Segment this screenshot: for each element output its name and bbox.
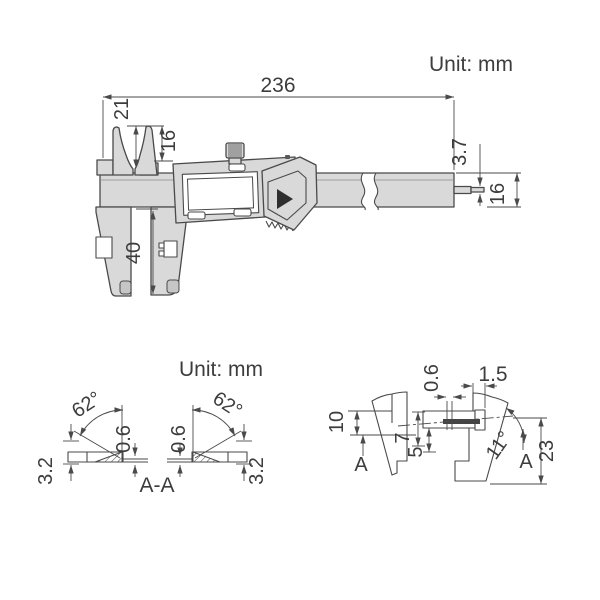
dim-beam-height: 16 xyxy=(487,183,509,205)
aa-right-tip xyxy=(167,458,247,463)
aa-left-tip xyxy=(68,458,148,463)
lcd-group xyxy=(181,171,260,216)
dim-jaw-height: 23 xyxy=(536,440,558,462)
upper-jaw-right xyxy=(134,125,158,176)
jaw-detail-view: 10 A 7 5 0.6 1.5 11° A 23 xyxy=(326,363,558,485)
dim-lower-jaw: 40 xyxy=(123,242,145,264)
beam-break-line-right xyxy=(373,172,379,211)
unit-label-bottom: Unit: mm xyxy=(179,358,263,381)
fixed-jaw-cutout xyxy=(95,236,113,259)
unit-label-top: Unit: mm xyxy=(429,53,513,76)
depth-rod xyxy=(453,185,472,195)
sliding-jaw-tip-notch xyxy=(166,279,180,294)
thumb-wheel-knurling xyxy=(228,144,242,157)
dim-jaw-width: 10 xyxy=(326,411,348,433)
beam-break-gap xyxy=(361,174,378,210)
dim-tip-width: 1.5 xyxy=(478,363,507,386)
panel-bezel xyxy=(267,170,307,221)
dim-edge-right: 0.6 xyxy=(168,425,190,453)
dim-depth-rod: 3.7 xyxy=(449,138,471,166)
detail-slot xyxy=(443,419,480,424)
dim-angle-left: 62° xyxy=(68,388,105,423)
section-aa-view: Unit: mm 62° 0.6 3.2 62° 0.6 3.2 xyxy=(35,358,268,497)
lcd-display-inner xyxy=(186,176,255,211)
housing-top-button xyxy=(228,163,246,172)
section-marker-right: A xyxy=(519,451,533,473)
play-triangle-icon xyxy=(277,189,293,209)
detail-right-blade xyxy=(454,392,509,482)
detail-centerline xyxy=(397,415,514,427)
detail-left-blade xyxy=(371,391,408,476)
lower-jaw-fixed xyxy=(95,206,132,297)
sliding-jaw-tab-lower xyxy=(158,250,165,257)
dim-thickness-right: 3.2 xyxy=(246,457,268,485)
dim-lower-offset: 5 xyxy=(405,446,427,457)
section-marker-left: A xyxy=(354,454,368,476)
beam-left-step xyxy=(96,159,114,176)
housing-button-right xyxy=(233,208,252,217)
thumb-wheel-neck xyxy=(228,157,242,165)
upper-jaw-left xyxy=(112,126,134,176)
dim-upper-jaw-left: 21 xyxy=(111,98,133,120)
depth-rod-tip xyxy=(470,186,485,193)
dim-upper-jaw-right: 16 xyxy=(158,130,180,152)
lcd-display xyxy=(181,171,260,216)
sliding-jaw-tab-upper xyxy=(158,242,165,249)
dim-angle-right: 62° xyxy=(209,388,246,423)
tilted-button-panel xyxy=(261,156,318,231)
fixed-jaw-tip-notch xyxy=(119,280,132,295)
beam-break-line-left xyxy=(360,172,366,211)
dim-upper-offset: 7 xyxy=(392,432,414,443)
housing-button-left xyxy=(187,211,206,220)
dim-overall-length: 236 xyxy=(260,74,295,97)
dim-edge-left: 0.6 xyxy=(113,425,135,453)
section-label: A-A xyxy=(139,474,174,497)
dim-slot-width: 0.6 xyxy=(421,364,443,392)
housing-screw xyxy=(285,155,290,159)
top-view-caliper: 236 21 16 3.7 16 40 Unit: mm xyxy=(95,53,521,297)
dim-thickness-left: 3.2 xyxy=(35,457,57,485)
sliding-jaw-cutout xyxy=(163,240,178,258)
